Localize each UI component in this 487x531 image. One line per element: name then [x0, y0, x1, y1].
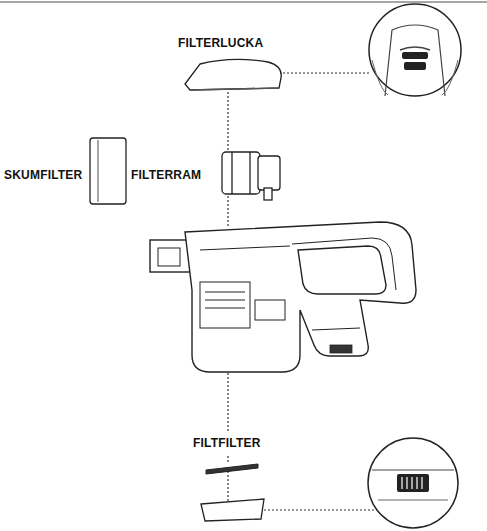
detail-circle-top [369, 4, 461, 96]
bottom-cover [201, 499, 264, 521]
filter-frame [222, 152, 280, 200]
part-label: SKUMFILTER [3, 168, 83, 182]
filter-cover [185, 59, 281, 90]
foam-filter [90, 138, 126, 204]
detail-circle-bottom [368, 438, 458, 528]
vacuum-body [150, 222, 416, 372]
part-label: FILTERRAM [130, 168, 202, 182]
felt-filter [206, 464, 258, 474]
top-rule [0, 1, 487, 3]
part-label: FILTERLUCKA [177, 36, 264, 50]
part-label: FILTFILTER [192, 436, 262, 450]
